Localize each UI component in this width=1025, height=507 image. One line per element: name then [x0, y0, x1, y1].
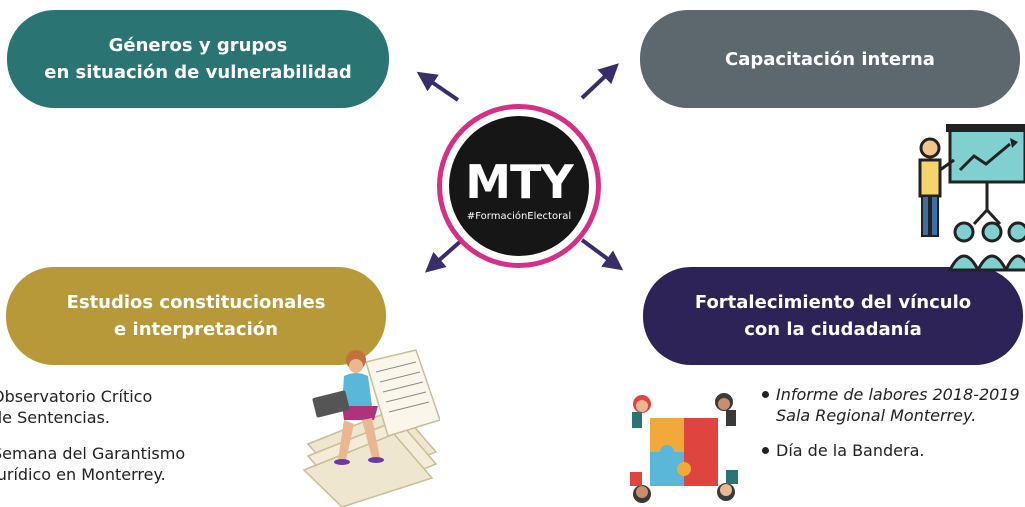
node-label-line1: Estudios constitucionales [66, 292, 326, 313]
node-label-line2: en situación de vulnerabilidad [44, 62, 352, 83]
list-item-line2: Sala Regional Monterrey. [776, 406, 977, 425]
list-item-line1: Observatorio Crítico [0, 387, 153, 406]
list-item-line2: Jurídico en Monterrey. [0, 465, 166, 484]
arrow-bottom-left [425, 238, 464, 273]
node-estudios-constitucionales: Estudios constitucionales e interpretaci… [6, 267, 386, 365]
list-item-line2: de Sentencias. [0, 408, 110, 427]
reading-documents-icon [302, 349, 440, 507]
node-fortalecimiento-vinculo: Fortalecimiento del vínculo con la ciuda… [643, 267, 1023, 365]
node-label-line1: Fortalecimiento del vínculo [694, 292, 972, 313]
node-label-line1: Capacitación interna [725, 48, 935, 70]
fortalecimiento-list: Informe de labores 2018-2019 Sala Region… [762, 384, 1020, 475]
mty-logo: MTY #FormaciónElectoral [437, 104, 601, 268]
presentation-icon [918, 124, 1025, 272]
arrow-bottom-right [580, 238, 624, 271]
puzzle-teamwork-icon [630, 393, 738, 503]
list-item: Informe de labores 2018-2019 Sala Region… [762, 384, 1020, 426]
list-item-line1: Informe de labores 2018-2019 [776, 385, 1020, 404]
list-item: Semana del Garantismo Jurídico en Monter… [0, 443, 185, 485]
node-capacitacion-interna: Capacitación interna [640, 10, 1020, 108]
logo-disc: MTY #FormaciónElectoral [449, 116, 589, 256]
arrow-top-right [580, 63, 619, 100]
list-item: Día de la Bandera. [762, 440, 1020, 461]
list-item-line1: Semana del Garantismo [0, 444, 186, 463]
arrow-top-left [416, 71, 460, 102]
list-item-line1: Día de la Bandera. [776, 441, 925, 460]
estudios-list: Observatorio Crítico de Sentencias. Sema… [0, 386, 185, 500]
node-generos-vulnerabilidad: Géneros y grupos en situación de vulnera… [7, 10, 389, 108]
node-label-line1: Géneros y grupos [108, 35, 288, 56]
logo-tagline: #FormaciónElectoral [466, 210, 572, 222]
logo-title: MTY [465, 154, 573, 209]
node-label-line2: e interpretación [114, 319, 278, 340]
node-label-line2: con la ciudadanía [744, 319, 922, 340]
list-item: Observatorio Crítico de Sentencias. [0, 386, 185, 428]
